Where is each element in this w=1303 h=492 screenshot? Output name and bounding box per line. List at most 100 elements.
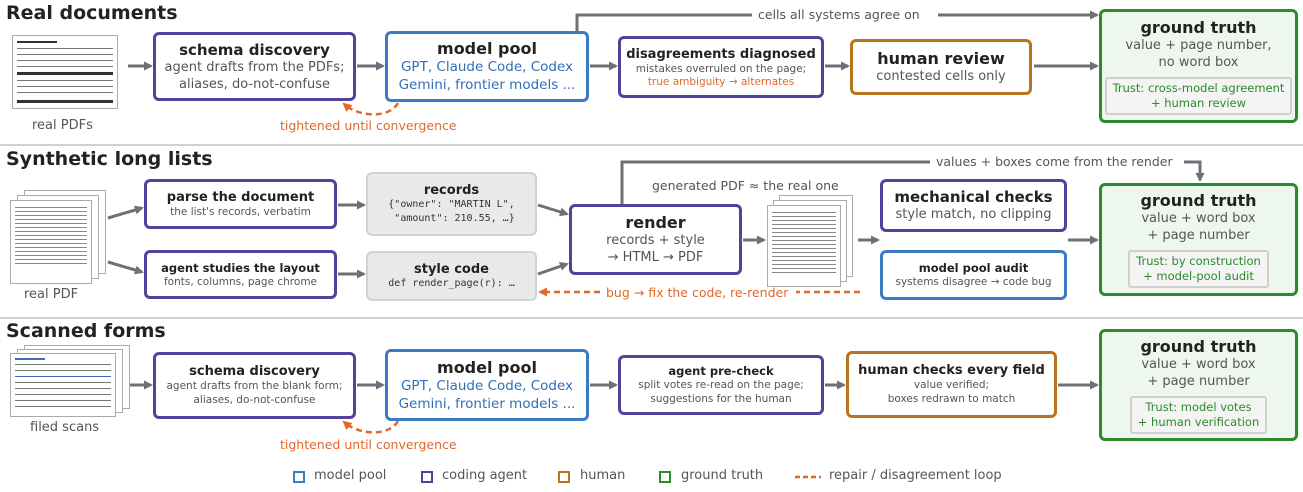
- box-subtitle: style match, no clipping: [895, 207, 1052, 222]
- section-title-synthetic: Synthetic long lists: [6, 148, 213, 170]
- section-title-real: Real documents: [6, 2, 178, 24]
- source-label-real: real PDFs: [32, 118, 93, 133]
- layout-study-box: agent studies the layout fonts, columns,…: [144, 250, 337, 299]
- box-subtitle: GPT, Claude Code, Codex: [400, 377, 574, 394]
- arrow-pdf-to-parse: [107, 205, 144, 220]
- legend-label: repair / disagreement loop: [829, 468, 1002, 483]
- source-label-scanned: filed scans: [30, 420, 100, 435]
- doc-stack-filed-scans: [10, 345, 130, 420]
- trust-line: Trust: by construction: [1136, 254, 1261, 268]
- loop-arrow-real: [342, 102, 400, 116]
- trust-badge: Trust: by construction + model-pool audi…: [1128, 250, 1269, 288]
- box-subtitle: true ambiguity → alternates: [647, 75, 795, 88]
- legend-label: human: [580, 468, 626, 483]
- render-arrow-label: values + boxes come from the render: [936, 154, 1173, 169]
- loop-arrow-scanned: [342, 420, 400, 434]
- box-title: render: [625, 213, 686, 232]
- box-title: human review: [877, 49, 1005, 68]
- box-subtitle: Gemini, frontier models ...: [398, 77, 576, 93]
- legend-swatch-human: [558, 471, 570, 483]
- box-title: ground truth: [1140, 17, 1257, 37]
- model-pool-audit-box: model pool audit systems disagree → code…: [880, 250, 1067, 300]
- doc-stack-real-pdfs: [12, 35, 132, 115]
- legend-swatch-ground-truth: [659, 471, 671, 483]
- box-subtitle: contested cells only: [876, 69, 1006, 84]
- box-subtitle: aliases, do-not-confuse: [178, 76, 330, 92]
- section-title-scanned: Scanned forms: [6, 320, 166, 342]
- agent-precheck-box: agent pre-check split votes re-read on t…: [618, 355, 824, 415]
- box-subtitle: mistakes overruled on the page;: [635, 62, 807, 75]
- box-title: disagreements diagnosed: [626, 46, 816, 62]
- bug-loop-label: bug → fix the code, re-render: [606, 285, 789, 300]
- ground-truth-box-real: ground truth value + page number, no wor…: [1099, 9, 1298, 123]
- legend-label: ground truth: [681, 468, 764, 483]
- doc-stack-generated-pdf: [767, 195, 857, 287]
- box-title: human checks every field: [858, 363, 1045, 378]
- box-title: mechanical checks: [894, 188, 1053, 206]
- box-subtitle: aliases, do-not-confuse: [193, 394, 316, 406]
- source-label-synthetic: real PDF: [24, 287, 79, 302]
- schema-discovery-box: schema discovery agent drafts from the P…: [153, 32, 356, 101]
- disagreements-diagnosed-box: disagreements diagnosed mistakes overrul…: [618, 36, 824, 98]
- box-subtitle: suggestions for the human: [650, 393, 792, 405]
- arrow-render-to-truth: [620, 160, 1205, 204]
- agree-arrow-label: cells all systems agree on: [758, 7, 920, 22]
- style-code: def render_page(r): …: [388, 277, 515, 289]
- legend-label: coding agent: [442, 468, 528, 483]
- trust-line: Trust: model votes: [1145, 399, 1252, 414]
- box-subtitle: agent drafts from the PDFs;: [164, 59, 345, 75]
- box-subtitle: the list's records, verbatim: [170, 205, 311, 218]
- legend-label: model pool: [314, 468, 387, 483]
- box-subtitle: records + style: [606, 233, 705, 248]
- arrow-records-to-render: [537, 203, 569, 217]
- box-subtitle: agent drafts from the blank form;: [166, 380, 343, 392]
- trust-line: + model-pool audit: [1143, 269, 1254, 283]
- box-subtitle: value + word box: [1141, 211, 1256, 226]
- box-title: ground truth: [1140, 191, 1257, 210]
- trust-line: + human review: [1150, 95, 1247, 110]
- loop-label-scanned: tightened until convergence: [280, 437, 457, 452]
- section-divider: [0, 317, 1303, 319]
- doc-stack-real-pdf: [10, 190, 110, 290]
- box-title: model pool: [437, 357, 537, 377]
- box-subtitle: split votes re-read on the page;: [638, 379, 804, 391]
- box-title: records: [423, 182, 480, 198]
- trust-badge: Trust: model votes + human verification: [1129, 395, 1268, 434]
- generated-pdf-label: generated PDF ≈ the real one: [652, 178, 839, 193]
- arrow-style-to-render: [537, 262, 569, 276]
- legend-swatch-coding-agent: [421, 471, 433, 483]
- records-code: {"owner": "MARTIN L",: [388, 198, 515, 210]
- box-subtitle: + page number: [1147, 373, 1250, 389]
- box-title: model pool audit: [918, 261, 1029, 275]
- records-code: "amount": 210.55, …}: [388, 212, 515, 224]
- loop-label-real: tightened until convergence: [280, 118, 457, 133]
- trust-line: Trust: cross-model agreement: [1112, 80, 1285, 95]
- trust-badge: Trust: cross-model agreement + human rev…: [1104, 76, 1293, 115]
- box-subtitle: + page number: [1147, 228, 1250, 243]
- legend-swatch-model-pool: [293, 471, 305, 483]
- box-title: agent pre-check: [668, 364, 774, 378]
- records-box: records {"owner": "MARTIN L", "amount": …: [366, 172, 537, 236]
- ground-truth-box-synthetic: ground truth value + word box + page num…: [1099, 183, 1298, 296]
- box-subtitle: GPT, Claude Code, Codex: [400, 59, 574, 75]
- ground-truth-box-scanned: ground truth value + word box + page num…: [1099, 329, 1298, 441]
- box-title: ground truth: [1140, 336, 1257, 356]
- box-title: agent studies the layout: [161, 260, 320, 275]
- section-divider: [0, 144, 1303, 146]
- box-subtitle: fonts, columns, page chrome: [163, 275, 318, 288]
- box-subtitle: boxes redrawn to match: [887, 393, 1016, 405]
- human-review-box: human review contested cells only: [850, 39, 1032, 95]
- arrow-pdf-to-layout: [107, 260, 144, 275]
- box-subtitle: no word box: [1158, 54, 1239, 70]
- trust-line: + human verification: [1137, 414, 1260, 429]
- box-title: style code: [414, 261, 489, 277]
- box-subtitle: → HTML → PDF: [607, 250, 704, 265]
- mechanical-checks-box: mechanical checks style match, no clippi…: [880, 179, 1067, 232]
- box-subtitle: systems disagree → code bug: [895, 276, 1052, 288]
- legend-swatch-loop: [795, 475, 821, 479]
- model-pool-box-scanned: model pool GPT, Claude Code, Codex Gemin…: [385, 349, 589, 421]
- box-title: parse the document: [166, 189, 315, 205]
- box-title: schema discovery: [189, 364, 320, 379]
